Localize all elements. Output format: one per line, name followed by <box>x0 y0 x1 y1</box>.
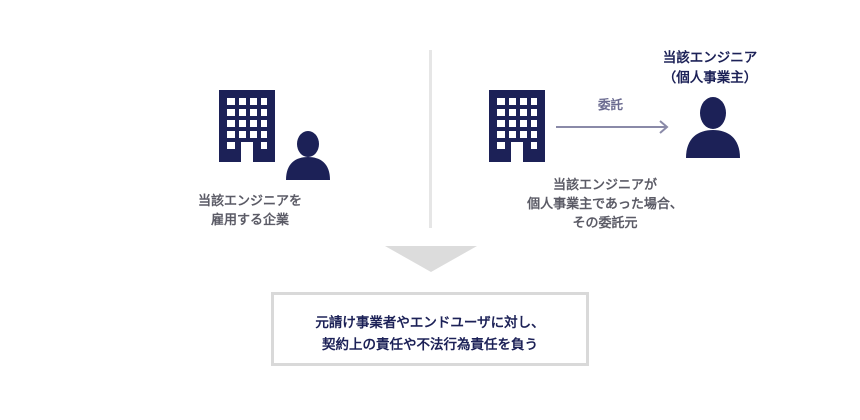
building-icon-right <box>489 90 545 162</box>
engineer-title: 当該エンジニア （個人事業主） <box>650 48 770 88</box>
person-icon-right <box>686 97 740 158</box>
vertical-divider <box>429 50 432 228</box>
right-caption-line2: 個人事業主であった場合、 <box>527 197 683 212</box>
result-box: 元請け事業者やエンドユーザに対し、 契約上の責任や不法行為責任を負う <box>271 292 589 366</box>
engineer-title-line1: 当該エンジニア <box>662 50 758 66</box>
left-caption: 当該エンジニアを 雇用する企業 <box>180 192 320 230</box>
arrow-label: 委託 <box>598 97 624 112</box>
person-icon-left <box>286 131 330 180</box>
left-caption-line1: 当該エンジニアを <box>197 194 302 209</box>
result-line1: 元請け事業者やエンドユーザに対し、 <box>315 315 545 331</box>
arrow-right-icon <box>556 120 669 134</box>
left-caption-line2: 雇用する企業 <box>210 213 289 228</box>
result-line2: 契約上の責任や不法行為責任を負う <box>322 337 538 353</box>
engineer-title-line2: （個人事業主） <box>662 70 758 86</box>
down-triangle-icon <box>385 246 477 272</box>
right-caption: 当該エンジニアが 個人事業主であった場合、 その委託元 <box>525 176 685 233</box>
right-caption-line1: 当該エンジニアが <box>552 178 657 193</box>
building-icon-left <box>219 90 275 162</box>
right-caption-line3: その委託元 <box>572 216 638 231</box>
